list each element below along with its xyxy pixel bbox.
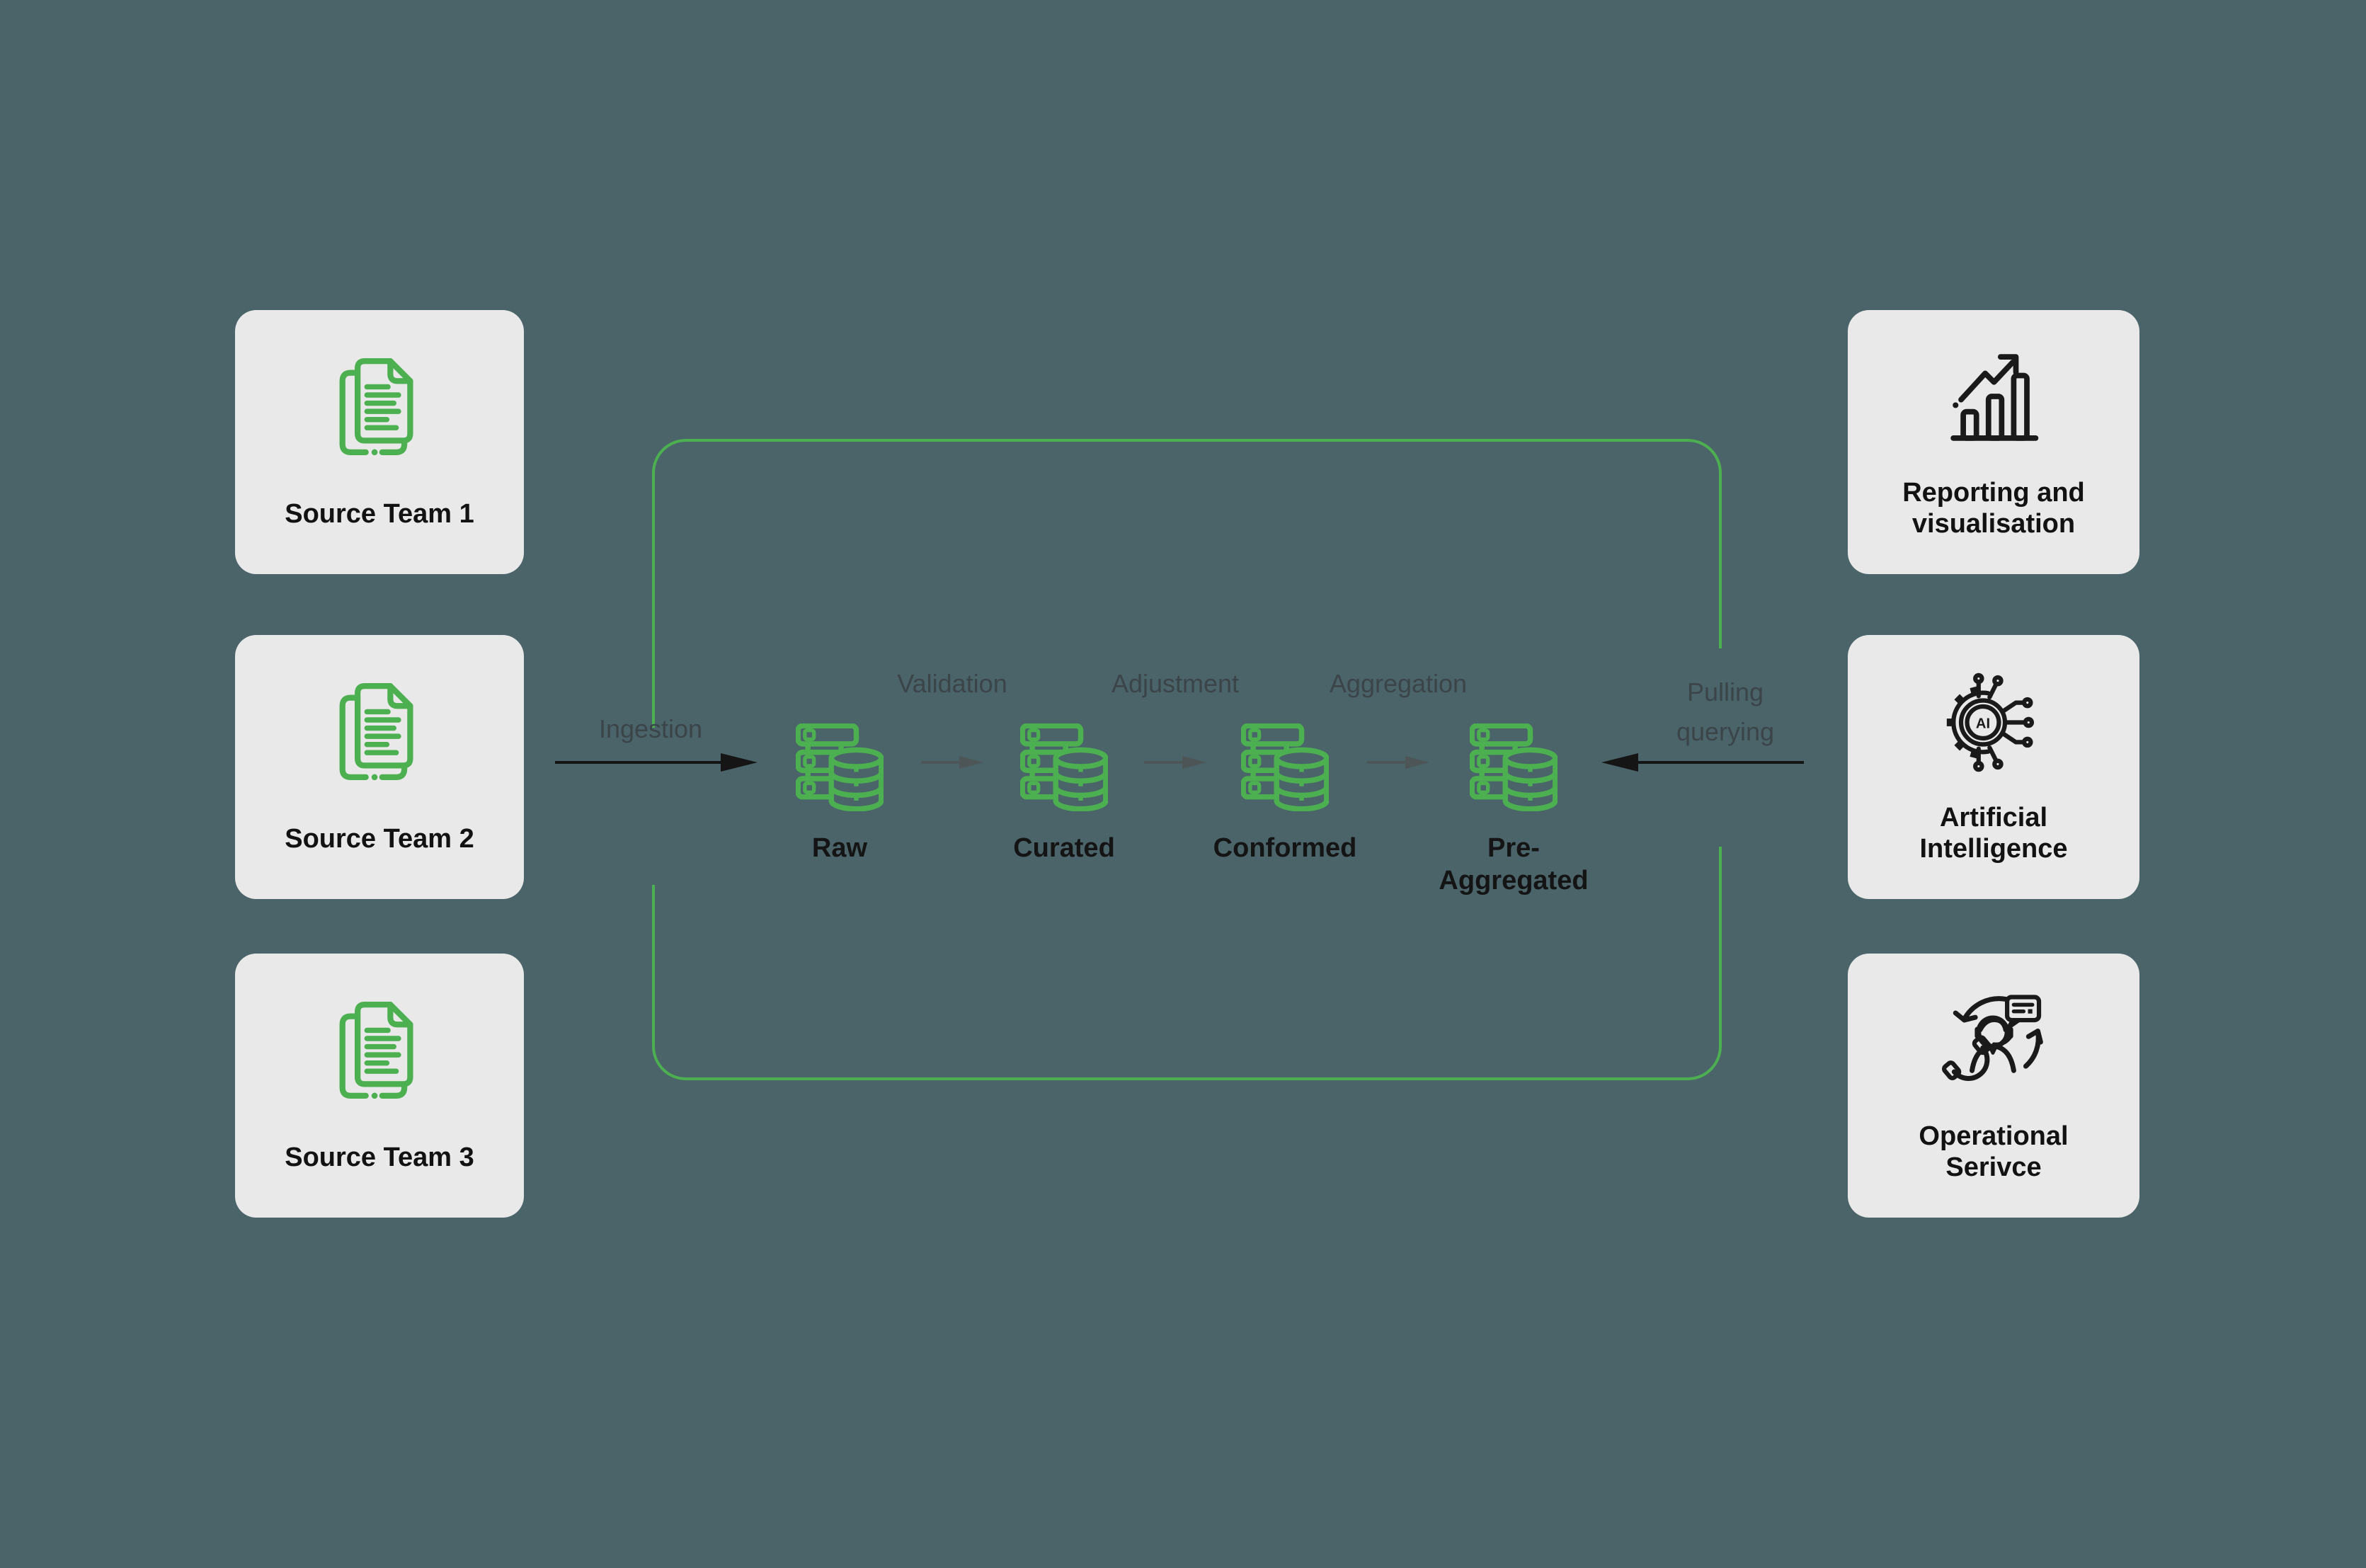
documents-icon [321,992,438,1112]
pulling-arrow [1601,753,1804,772]
source-card-1: Source Team 1 [235,310,524,574]
transition-arrow [1144,756,1206,769]
pulling-querying-label: Pulling querying [1676,677,1775,746]
consumer-card-label: Operational Serivce [1919,1121,2069,1183]
consumer-card-label: Reporting and visualisation [1902,478,2085,539]
transition-arrow [921,756,983,769]
stage-label-curated: Curated [1013,833,1115,863]
source-card-label: Source Team 2 [285,824,474,854]
stage-label-pre-aggregated: Pre- Aggregated [1439,833,1589,895]
documents-icon [321,673,438,794]
ai-chip-gear-icon: AI [1939,668,2049,781]
database-icon [1469,723,1558,815]
ingestion-arrow [555,753,758,772]
source-card-label: Source Team 1 [285,499,474,529]
database-icon [1240,723,1330,815]
consumer-card-operational: Operational Serivce [1848,954,2139,1218]
ingestion-label: Ingestion [598,714,703,743]
consumer-card-label: Artificial Intelligence [1919,803,2068,864]
transition-arrow [1367,756,1429,769]
stage-label-raw: Raw [811,833,868,863]
consumer-card-reporting: Reporting and visualisation [1848,310,2139,574]
transition-label-adjustment: Adjustment [1111,669,1240,698]
transition-label-aggregation: Aggregation [1329,669,1468,698]
source-card-2: Source Team 2 [235,635,524,899]
database-icon [1019,723,1109,815]
source-card-label: Source Team 3 [285,1143,474,1172]
frame-gap-left [646,728,659,885]
bar-chart-icon [1939,343,2049,456]
documents-icon [321,348,438,469]
consumer-card-ai: AI Artificial Intelligence [1848,635,2139,899]
stage-label-conformed: Conformed [1213,833,1357,863]
frame-gap-right [1714,648,1727,847]
customer-support-icon [1939,986,2049,1099]
source-card-3: Source Team 3 [235,954,524,1218]
ai-icon-text: AI [1975,716,1989,731]
transition-label-validation: Validation [897,669,1007,698]
database-icon [795,723,884,815]
